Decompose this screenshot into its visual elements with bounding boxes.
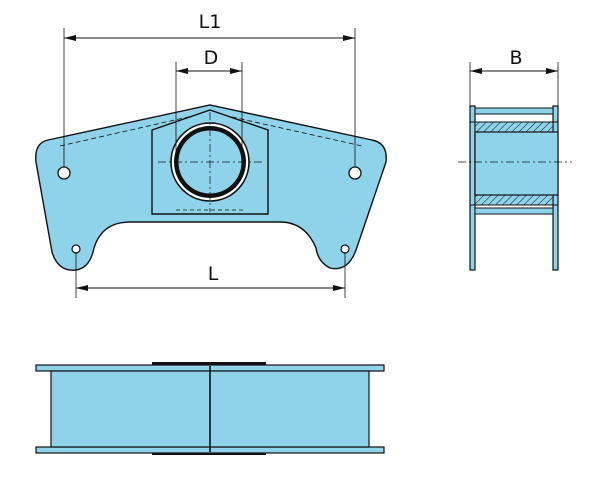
dimension-b-label: B <box>509 47 522 69</box>
lower-right-hole <box>340 244 350 254</box>
top-view <box>35 362 385 455</box>
upper-left-hole <box>57 166 71 180</box>
bushing-body <box>474 131 559 196</box>
dimension-l: L <box>75 252 346 298</box>
lower-left-hole <box>71 244 81 254</box>
side-view: B <box>458 47 572 271</box>
dimension-l-label: L <box>208 263 219 285</box>
left-flange <box>469 105 476 271</box>
front-view: L1 D L <box>35 11 387 298</box>
tube-top-edge <box>152 362 266 366</box>
lower-section-hatch <box>474 194 554 206</box>
bottom-sleeve <box>474 207 554 215</box>
upper-section-hatch <box>474 121 554 133</box>
dimension-l1: L1 <box>63 11 356 167</box>
dimension-b: B <box>469 47 559 106</box>
dimension-d-label: D <box>204 47 219 69</box>
upper-right-hole <box>348 166 362 180</box>
top-sleeve <box>474 107 554 115</box>
dimension-l1-label: L1 <box>199 11 222 33</box>
dimension-d: D <box>175 47 243 160</box>
